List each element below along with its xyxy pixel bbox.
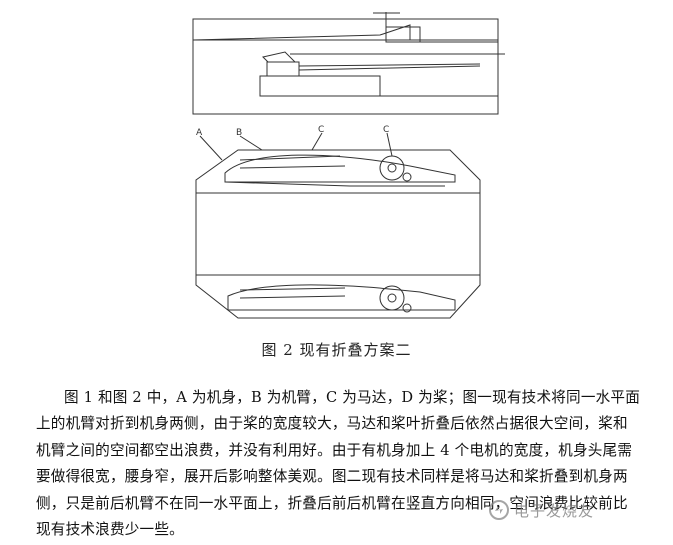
paragraph-line: 图 1 和图 2 中，A 为机身，B 为机臂，C 为马达，D 为桨；图一现有技术… <box>64 389 641 406</box>
label-c-motor-2: C <box>383 125 389 135</box>
paragraph-line: 现有技术浪费少一些。 <box>36 521 184 539</box>
paragraph-line: 要做得很宽，腰身窄，展开后影响整体美观。图二现有技术同样是将马达和桨折叠到机身两 <box>36 468 628 486</box>
side-view-diagram <box>192 12 505 115</box>
paragraph-line: 侧，只是前后机臂不在同一水平面上，折叠后前后机臂在竖直方向相同，空间浪费比较前比 <box>36 494 628 512</box>
top-view-diagram <box>195 132 481 319</box>
label-b: B <box>236 128 242 138</box>
label-c-motor: C <box>318 125 324 135</box>
paragraph-line: 机臂之间的空间都空出浪费，并没有利用好。由于有机身加上 4 个电机的宽度，机身头… <box>36 441 633 459</box>
figure-caption: 图 2 现有折叠方案二 <box>261 341 412 359</box>
watermark-text: 电子发烧友 <box>514 501 595 520</box>
watermark: 电子发烧友 <box>488 492 668 528</box>
figure-drawing: A B C C <box>192 12 505 319</box>
paragraph-line: 上的机臂对折到机身两侧，由于桨的宽度较大，马达和桨叶折叠后依然占据很大空间，桨和 <box>36 415 628 433</box>
body-paragraph: 图 1 和图 2 中，A 为机身，B 为机臂，C 为马达，D 为桨；图一现有技术… <box>36 385 654 543</box>
logo-icon <box>489 500 509 520</box>
label-a: A <box>196 128 203 138</box>
